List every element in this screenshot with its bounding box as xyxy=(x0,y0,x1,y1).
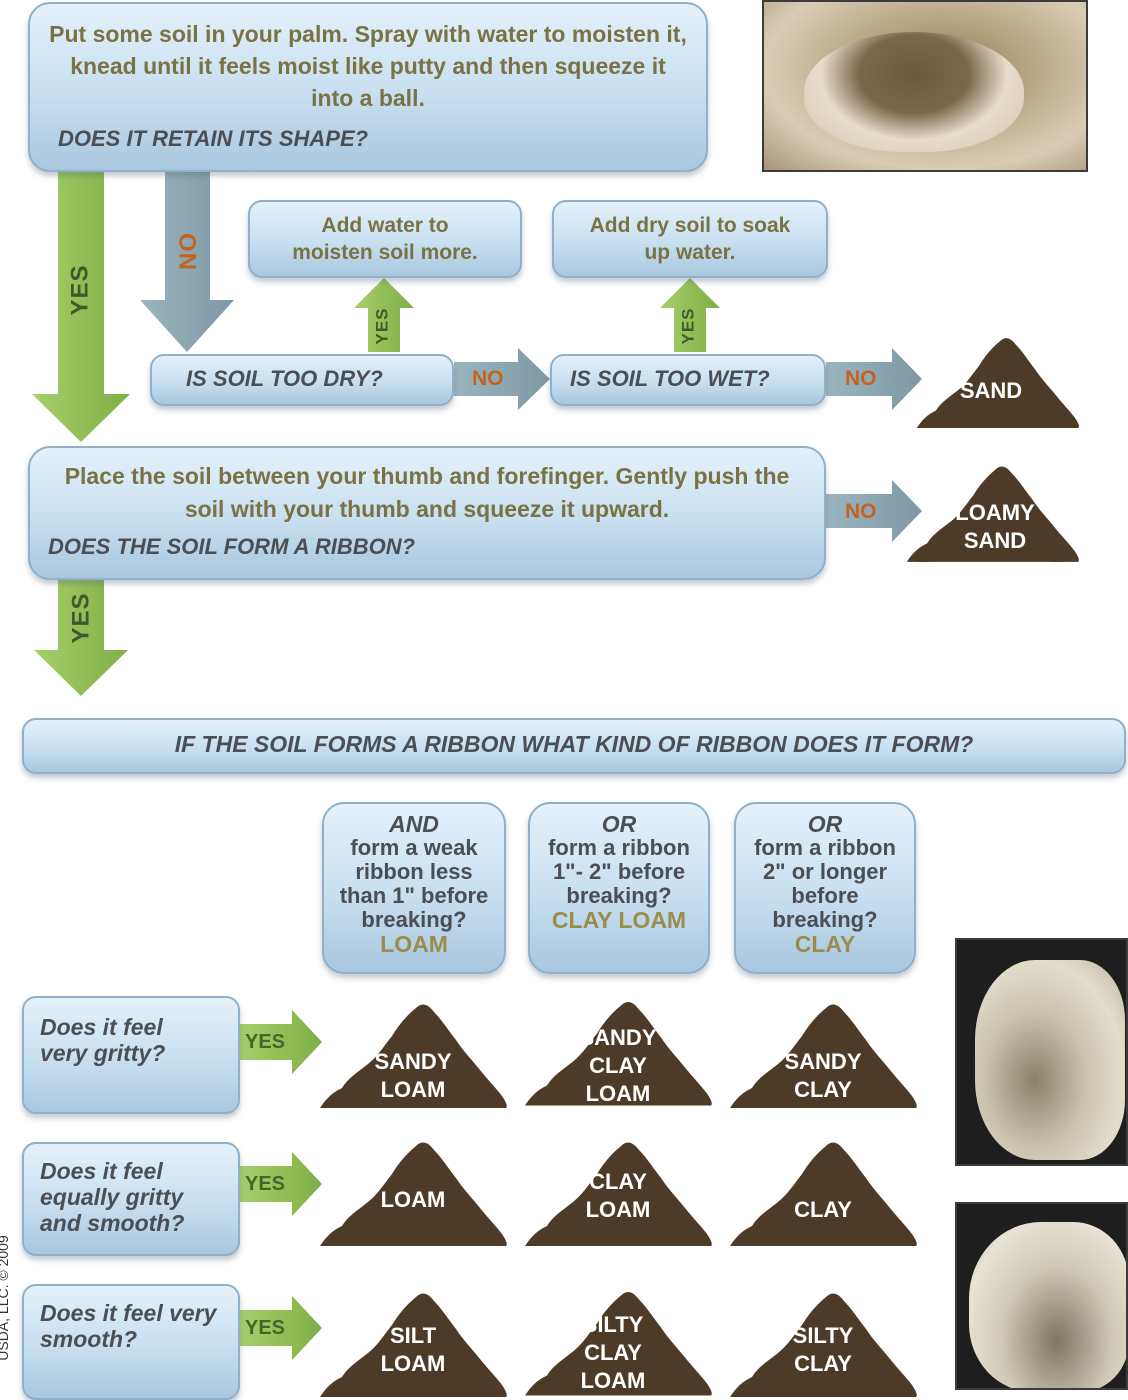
texture-r1c2: SANDY CLAY LOAM xyxy=(579,1025,657,1106)
ribbon-type-3-head: OR xyxy=(807,811,843,837)
yes-label-up-wet: YES xyxy=(678,307,698,345)
mound-r2c3 xyxy=(730,1142,917,1246)
ribbon-type-3: OR form a ribbon 2" or longer before bre… xyxy=(734,802,916,974)
no-arrow-right-2 xyxy=(826,348,922,410)
photo-ribbon-1 xyxy=(955,938,1128,1166)
ribbon-type-1-head: AND xyxy=(389,811,439,837)
hand-shape-2 xyxy=(969,1222,1126,1388)
no-label-3: NO xyxy=(845,500,877,523)
feel-question-1-text: Does it feel very gritty? xyxy=(40,1014,166,1066)
yes-label-feel-3: YES xyxy=(245,1317,286,1339)
texture-r2c1: LOAM xyxy=(380,1187,446,1212)
ribbon-type-2-text: form a ribbon 1"- 2" before breaking? xyxy=(548,835,690,908)
step2-instruction: Place the soil between your thumb and fo… xyxy=(64,463,790,522)
no-label-1: NO xyxy=(472,367,504,390)
add-dry-text: Add dry soil to soak up water. xyxy=(589,214,791,264)
yes-arrow-main xyxy=(32,172,130,442)
texture-r3c2: SILTY CLAY LOAM xyxy=(580,1312,646,1393)
ribbon-type-1-text: form a weak ribbon less than 1" before b… xyxy=(339,835,489,932)
yes-label-up-dry: YES xyxy=(372,307,392,345)
ribbon-type-1-answer: LOAM xyxy=(380,931,448,957)
add-water-box: Add water to moisten soil more. xyxy=(248,200,522,278)
texture-r1c3: SANDY CLAY xyxy=(784,1049,862,1102)
ribbon-type-2: OR form a ribbon 1"- 2" before breaking?… xyxy=(528,802,710,974)
texture-r3c1: SILT LOAM xyxy=(380,1323,446,1376)
result-loamy-sand: LOAMY SAND xyxy=(955,500,1035,553)
add-water-text: Add water to moisten soil more. xyxy=(292,214,478,264)
ribbon-type-3-answer: CLAY xyxy=(794,931,856,957)
texture-r2c2: CLAY LOAM xyxy=(585,1169,651,1222)
feel-question-2: Does it feel equally gritty and smooth? xyxy=(22,1142,240,1256)
ribbon-question-bar: IF THE SOIL FORMS A RIBBON WHAT KIND OF … xyxy=(22,718,1126,774)
no-arrow-down xyxy=(140,172,234,352)
texture-r1c1: SANDY LOAM xyxy=(374,1049,452,1102)
step2-question: DOES THE SOIL FORM A RIBBON? xyxy=(48,534,416,559)
step1-question: DOES IT RETAIN ITS SHAPE? xyxy=(58,126,369,151)
yes-arrow-feel-1 xyxy=(240,1010,322,1074)
palm-shape xyxy=(804,32,1024,152)
ribbon-type-2-answer: CLAY LOAM xyxy=(551,907,687,933)
feel-question-3-text: Does it feel very smooth? xyxy=(40,1300,217,1352)
no-arrow-right-3 xyxy=(826,480,922,542)
step1-box: Put some soil in your palm. Spray with w… xyxy=(28,2,708,172)
texture-r3c3: SILTY CLAY xyxy=(792,1323,854,1376)
yes-label-main: YES xyxy=(66,264,94,316)
yes-arrow-up-dry xyxy=(354,278,414,352)
feel-question-3: Does it feel very smooth? xyxy=(22,1284,240,1400)
no-arrow-right-1 xyxy=(454,348,550,410)
too-dry-text: IS SOIL TOO DRY? xyxy=(186,366,383,391)
result-sand: SAND xyxy=(959,378,1023,403)
step2-box: Place the soil between your thumb and fo… xyxy=(28,446,826,580)
no-label-2: NO xyxy=(845,367,877,390)
yes-label-feel-2: YES xyxy=(245,1173,286,1195)
texture-r2c3: CLAY xyxy=(794,1197,852,1222)
yes-label-feel-1: YES xyxy=(245,1031,286,1053)
step1-instruction: Put some soil in your palm. Spray with w… xyxy=(49,21,687,111)
ribbon-type-2-head: OR xyxy=(601,811,637,837)
too-wet-box: IS SOIL TOO WET? xyxy=(550,354,826,406)
photo-soil-in-palm xyxy=(762,0,1088,172)
yes-label-ribbon: YES xyxy=(67,592,95,644)
feel-question-2-text: Does it feel equally gritty and smooth? xyxy=(40,1158,185,1236)
ribbon-question-text: IF THE SOIL FORMS A RIBBON WHAT KIND OF … xyxy=(174,731,974,757)
too-wet-text: IS SOIL TOO WET? xyxy=(570,366,770,391)
yes-arrow-feel-2 xyxy=(240,1152,322,1216)
no-label-down: NO xyxy=(175,232,202,270)
copyright-text: USDA, LLC. © 2009 xyxy=(0,1235,11,1361)
hand-shape-1 xyxy=(975,960,1125,1160)
ribbon-type-1: AND form a weak ribbon less than 1" befo… xyxy=(322,802,506,974)
too-dry-box: IS SOIL TOO DRY? xyxy=(150,354,454,406)
ribbon-type-3-text: form a ribbon 2" or longer before breaki… xyxy=(754,835,896,932)
yes-arrow-up-wet xyxy=(660,278,720,352)
add-dry-box: Add dry soil to soak up water. xyxy=(552,200,828,278)
yes-arrow-feel-3 xyxy=(240,1296,322,1360)
photo-ribbon-2 xyxy=(955,1202,1128,1390)
yes-arrow-ribbon xyxy=(34,580,128,696)
feel-question-1: Does it feel very gritty? xyxy=(22,996,240,1114)
